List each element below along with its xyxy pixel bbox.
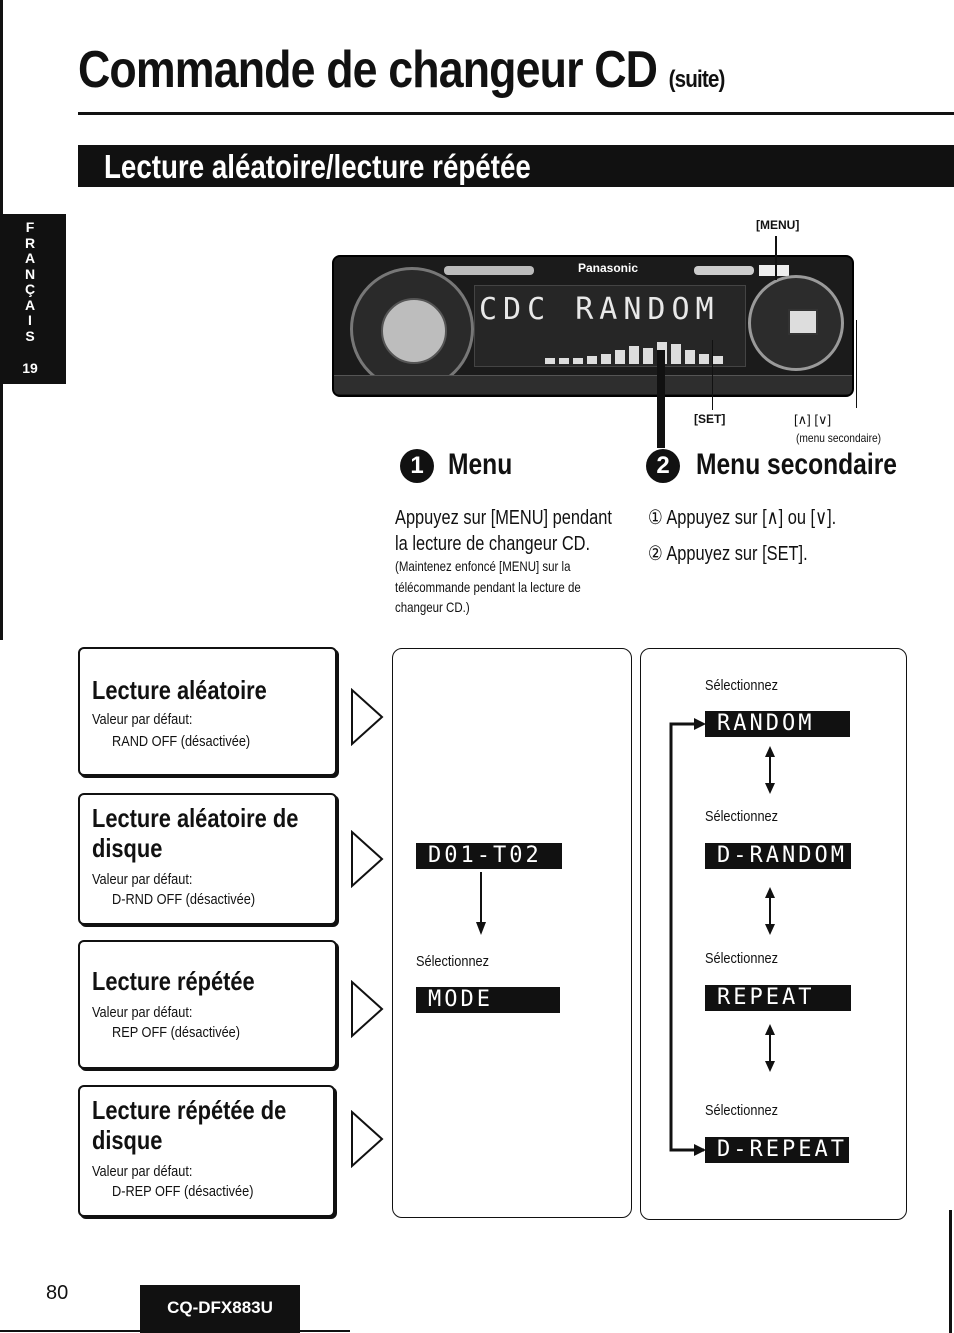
up-down-arrow-icon — [765, 887, 775, 935]
feature-default-label: Valeur par défaut: — [92, 1004, 193, 1021]
language-letter: I — [28, 312, 32, 328]
language-letters: F R A N Ç A I S — [0, 219, 60, 344]
navigation-ring — [748, 275, 844, 371]
language-letter: F — [25, 219, 35, 235]
step-1-note-line-2: télécommande pendant la lecture de — [395, 579, 581, 595]
lcd-option-d-repeat: D-REPEAT — [705, 1137, 849, 1163]
updown-callout: [∧] [∨] — [794, 412, 832, 427]
feature-title: Lecture aléatoire — [92, 675, 267, 705]
step-2-instruction-2: ② Appuyez sur [SET]. — [648, 543, 808, 565]
updown-callout-note: (menu secondaire) — [796, 431, 882, 445]
feature-title-line-2: disque — [92, 833, 163, 863]
feature-box-disc-random: Lecture aléatoire de disque Valeur par d… — [78, 793, 337, 925]
lcd-option-repeat: REPEAT — [705, 985, 851, 1011]
lcd-option-random: RANDOM — [705, 711, 850, 737]
down-arrow-icon — [476, 872, 486, 935]
lcd-mode-display: MODE — [416, 987, 560, 1013]
lcd-track-display: D01-T02 — [416, 843, 562, 869]
feature-box-disc-repeat: Lecture répétée de disque Valeur par déf… — [78, 1085, 335, 1217]
title-rule — [78, 112, 954, 115]
language-letter: N — [24, 265, 36, 282]
language-letter: A — [24, 250, 36, 266]
pointer-arrow-icon — [351, 830, 384, 888]
section-bar: Lecture aléatoire/lecture répétée — [78, 145, 954, 187]
section-title: Lecture aléatoire/lecture répétée — [104, 148, 531, 185]
feature-box-random: Lecture aléatoire Valeur par défaut: RAN… — [78, 647, 337, 776]
step-2-instruction-1: ① Appuyez sur [∧] ou [∨]. — [648, 507, 837, 529]
step-1-title: Menu — [448, 448, 513, 481]
feature-default-value: REP OFF (désactivée) — [112, 1024, 241, 1041]
feature-default-label: Valeur par défaut: — [92, 871, 193, 888]
pointer-arrow-icon — [351, 1110, 384, 1168]
device-display: CDC RANDOM — [474, 285, 746, 367]
step-1-instruction-line-1: Appuyez sur [MENU] pendant — [395, 507, 612, 529]
step-1-note-line-3: changeur CD.) — [395, 599, 470, 615]
language-letter: R — [24, 234, 36, 251]
feature-box-repeat: Lecture répétée Valeur par défaut: REP O… — [78, 940, 337, 1069]
model-badge: CQ-DFX883U — [140, 1285, 300, 1333]
device-top-strip — [444, 265, 789, 276]
select-label: Sélectionnez — [705, 677, 779, 694]
feature-default-value: D-RND OFF (désactivée) — [112, 891, 256, 908]
up-down-arrow-icon — [765, 746, 775, 794]
feature-default-value: RAND OFF (désactivée) — [112, 733, 251, 750]
page-number: 80 — [46, 1282, 69, 1304]
feature-title: Lecture répétée — [92, 966, 255, 996]
loop-back-arrow-icon — [669, 718, 706, 1156]
level-meter — [545, 342, 723, 364]
right-page-rule — [949, 1210, 952, 1333]
feature-title: Lecture répétée de — [92, 1095, 287, 1125]
page-title: Commande de changeur CD (suite) — [78, 41, 726, 99]
step-1-note-line-1: (Maintenez enfoncé [MENU] sur la — [395, 558, 571, 574]
car-stereo-illustration: Panasonic CDC RANDOM — [332, 255, 854, 397]
language-letter: A — [24, 296, 36, 313]
language-side-tab: F R A N Ç A I S 19 — [0, 214, 66, 384]
set-callout: [SET] — [694, 412, 726, 426]
menu-flow-panel — [392, 648, 632, 1218]
language-letter: Ç — [24, 281, 36, 297]
feature-default-label: Valeur par défaut: — [92, 711, 193, 728]
volume-knob-center — [381, 298, 447, 364]
select-label: Sélectionnez — [705, 950, 779, 967]
pointer-arrow-icon — [351, 980, 384, 1038]
chapter-number: 19 — [22, 360, 38, 376]
set-callout-line — [712, 340, 713, 410]
step-pointer-line — [657, 350, 665, 448]
updown-callout-line — [856, 320, 857, 408]
feature-default-label: Valeur par défaut: — [92, 1163, 193, 1180]
feature-title-line-2: disque — [92, 1125, 163, 1155]
footer-rule — [0, 1330, 350, 1332]
lcd-option-d-random: D-RANDOM — [705, 843, 851, 869]
select-label: Sélectionnez — [416, 953, 490, 970]
page-title-suffix: (suite) — [668, 66, 726, 93]
menu-callout-line — [775, 236, 777, 280]
step-2-title: Menu secondaire — [696, 448, 897, 481]
step-1-instruction-line-2: la lecture de changeur CD. — [395, 533, 591, 555]
step-2-number: 2 — [646, 449, 680, 483]
device-bottom-strip — [334, 375, 852, 394]
set-button-icon — [788, 309, 818, 335]
volume-knob — [350, 267, 474, 391]
submenu-flow-panel — [640, 648, 907, 1220]
select-label: Sélectionnez — [705, 1102, 779, 1119]
device-display-text: CDC RANDOM — [479, 292, 720, 327]
up-down-arrow-icon — [765, 1024, 775, 1072]
step-1-number: 1 — [400, 449, 434, 483]
language-letter: S — [25, 327, 35, 344]
feature-default-value: D-REP OFF (désactivée) — [112, 1183, 254, 1200]
menu-callout: [MENU] — [756, 218, 800, 232]
device-brand: Panasonic — [578, 261, 639, 275]
pointer-arrow-icon — [351, 688, 384, 746]
select-label: Sélectionnez — [705, 808, 779, 825]
feature-title: Lecture aléatoire de — [92, 803, 299, 833]
